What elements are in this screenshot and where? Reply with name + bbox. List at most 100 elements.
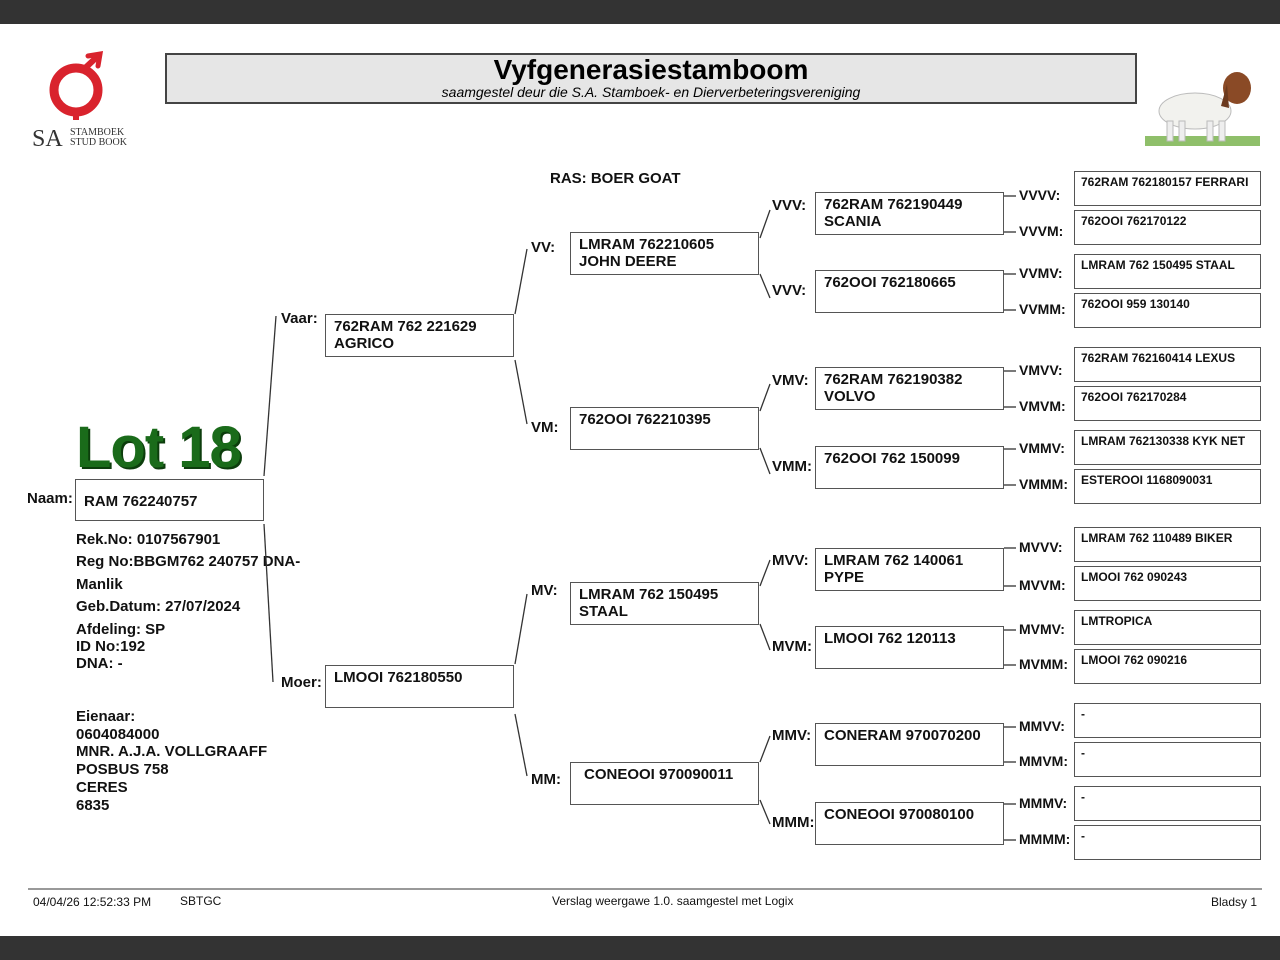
- g4-name-3: LMRAM 762 150495 STAAL: [1081, 258, 1235, 272]
- g4-box-12: LMOOI 762 090216: [1074, 649, 1261, 684]
- g4-box-8: ESTEROOI 1168090031: [1074, 469, 1261, 504]
- g3-box-4: 762OOI 762 150099: [815, 446, 1004, 489]
- pedigree-page: SA STAMBOEK STUD BOOK Vyfgenerasiestambo…: [0, 24, 1280, 936]
- g3-box-8: CONEOOI 970080100: [815, 802, 1004, 845]
- gp-name-mv: LMRAM 762 150495 STAAL: [579, 586, 719, 620]
- dam-box: LMOOI 762180550: [325, 665, 514, 708]
- g4-box-7: LMRAM 762130338 KYK NET: [1074, 430, 1261, 465]
- boer-goat-image: [1145, 72, 1260, 146]
- g4-box-1: 762RAM 762180157 FERRARI: [1074, 171, 1261, 206]
- footer-report: Verslag weergawe 1.0. saamgestel met Log…: [552, 894, 794, 908]
- g3-box-3: 762RAM 762190382 VOLVO: [815, 367, 1004, 410]
- g4-name-5: 762RAM 762160414 LEXUS: [1081, 351, 1236, 365]
- footer-datetime: 04/04/26 12:52:33 PM: [33, 895, 152, 909]
- g4-box-5: 762RAM 762160414 LEXUS: [1074, 347, 1261, 382]
- g3-name-7: CONERAM 970070200: [824, 727, 981, 744]
- title-box: Vyfgenerasiestamboom saamgestel deur die…: [165, 53, 1137, 104]
- g4-box-2: 762OOI 762170122: [1074, 210, 1261, 245]
- g3-box-6: LMOOI 762 120113: [815, 626, 1004, 669]
- g4-label-7: VMMV:: [1019, 440, 1065, 456]
- logo-line1: STAMBOEK: [70, 127, 125, 138]
- logo-line2: STUD BOOK: [70, 137, 127, 148]
- gp-label-vm: VM:: [531, 419, 559, 436]
- g4-name-8: ESTEROOI 1168090031: [1081, 473, 1213, 487]
- g4-label-5: VMVV:: [1019, 362, 1063, 378]
- dam-name: LMOOI 762180550: [334, 669, 463, 686]
- g4-name-13: -: [1081, 707, 1085, 721]
- owner-label: Eienaar:: [76, 708, 136, 725]
- gp-name-mm: CONEOOI 970090011: [584, 766, 734, 783]
- g3-name-8: CONEOOI 970080100: [824, 806, 975, 823]
- owner-town: CERES: [76, 779, 128, 796]
- g4-label-6: VMVM:: [1019, 398, 1066, 414]
- g4-label-1: VVVV:: [1019, 187, 1061, 203]
- g4-label-2: VVVM:: [1019, 223, 1064, 239]
- g4-name-16: -: [1081, 829, 1085, 843]
- footer-code: SBTGC: [180, 894, 222, 908]
- g4-label-3: VVMV:: [1019, 265, 1063, 281]
- lot-number: Lot 18: [76, 415, 242, 480]
- g4-name-4: 762OOI 959 130140: [1081, 297, 1190, 311]
- g4-name-6: 762OOI 762170284: [1081, 390, 1187, 404]
- pedigree-connector-lines: [28, 195, 1262, 890]
- g4-label-14: MMVM:: [1019, 753, 1068, 769]
- logo-sa-text: SA: [32, 126, 63, 152]
- g4-name-14: -: [1081, 746, 1085, 760]
- g4-name-2: 762OOI 762170122: [1081, 214, 1187, 228]
- g4-name-9: LMRAM 762 110489 BIKER: [1081, 531, 1233, 545]
- animal-name: RAM 762240757: [84, 493, 198, 510]
- g3-label-7: MMV:: [772, 727, 812, 744]
- g4-box-13: -: [1074, 703, 1261, 738]
- g3-label-5: MVV:: [772, 552, 809, 569]
- g3-box-7: CONERAM 970070200: [815, 723, 1004, 766]
- g4-label-11: MVMV:: [1019, 621, 1065, 637]
- gp-label-vv: VV:: [531, 239, 556, 256]
- sire-label: Vaar:: [281, 310, 318, 327]
- sire-name: 762RAM 762 221629 AGRICO: [334, 318, 477, 352]
- g3-box-2: 762OOI 762180665: [815, 270, 1004, 313]
- gp-name-vv: LMRAM 762210605 JOHN DEERE: [579, 236, 715, 270]
- g3-name-6: LMOOI 762 120113: [824, 630, 956, 647]
- g4-name-15: -: [1081, 790, 1085, 804]
- g4-label-16: MMMM:: [1019, 831, 1071, 847]
- g4-name-7: LMRAM 762130338 KYK NET: [1081, 434, 1246, 448]
- g4-label-4: VVMM:: [1019, 301, 1066, 317]
- g4-label-10: MVVM:: [1019, 577, 1066, 593]
- sire-box: 762RAM 762 221629 AGRICO: [325, 314, 514, 357]
- g4-name-11: LMTROPICA: [1081, 614, 1153, 628]
- gp-box-mv: LMRAM 762 150495 STAAL: [570, 582, 759, 625]
- page-title: Vyfgenerasiestamboom: [493, 54, 809, 85]
- detail-reg-no: Reg No:BBGM762 240757 DNA-: [76, 553, 301, 570]
- detail-rek-no: Rek.No: 0107567901: [76, 531, 221, 548]
- animal-name-box: RAM 762240757: [75, 479, 264, 521]
- g4-box-11: LMTROPICA: [1074, 610, 1261, 645]
- owner-number: 0604084000: [76, 726, 160, 743]
- g3-label-4: VMM:: [772, 458, 812, 475]
- g3-label-1: VVV:: [772, 197, 807, 214]
- g4-name-10: LMOOI 762 090243: [1081, 570, 1188, 584]
- breed-label: RAS: BOER GOAT: [550, 170, 681, 187]
- logo-stamboek-text: STAMBOEK STUD BOOK: [70, 128, 127, 148]
- gp-label-mm: MM:: [531, 771, 561, 788]
- g3-label-3: VMV:: [772, 372, 809, 389]
- owner-name: MNR. A.J.A. VOLLGRAAFF: [76, 743, 268, 760]
- owner-postcode: 6835: [76, 797, 110, 814]
- g3-name-1: 762RAM 762190449 SCANIA: [824, 196, 963, 230]
- detail-dna: DNA: -: [76, 655, 123, 672]
- g4-box-4: 762OOI 959 130140: [1074, 293, 1261, 328]
- gp-box-vm: 762OOI 762210395: [570, 407, 759, 450]
- stud-book-logo: SA STAMBOEK STUD BOOK: [28, 50, 138, 152]
- gp-name-vm: 762OOI 762210395: [579, 411, 711, 428]
- g4-box-15: -: [1074, 786, 1261, 821]
- logo-symbol-icon: [49, 50, 104, 120]
- g3-label-8: MMM:: [772, 814, 815, 831]
- g4-box-14: -: [1074, 742, 1261, 777]
- g4-box-6: 762OOI 762170284: [1074, 386, 1261, 421]
- g4-box-9: LMRAM 762 110489 BIKER: [1074, 527, 1261, 562]
- g4-box-16: -: [1074, 825, 1261, 860]
- g3-name-3: 762RAM 762190382 VOLVO: [824, 371, 963, 405]
- g4-label-9: MVVV:: [1019, 539, 1063, 555]
- g3-box-5: LMRAM 762 140061 PYPE: [815, 548, 1004, 591]
- name-label: Naam:: [27, 490, 73, 507]
- g4-label-15: MMMV:: [1019, 795, 1068, 811]
